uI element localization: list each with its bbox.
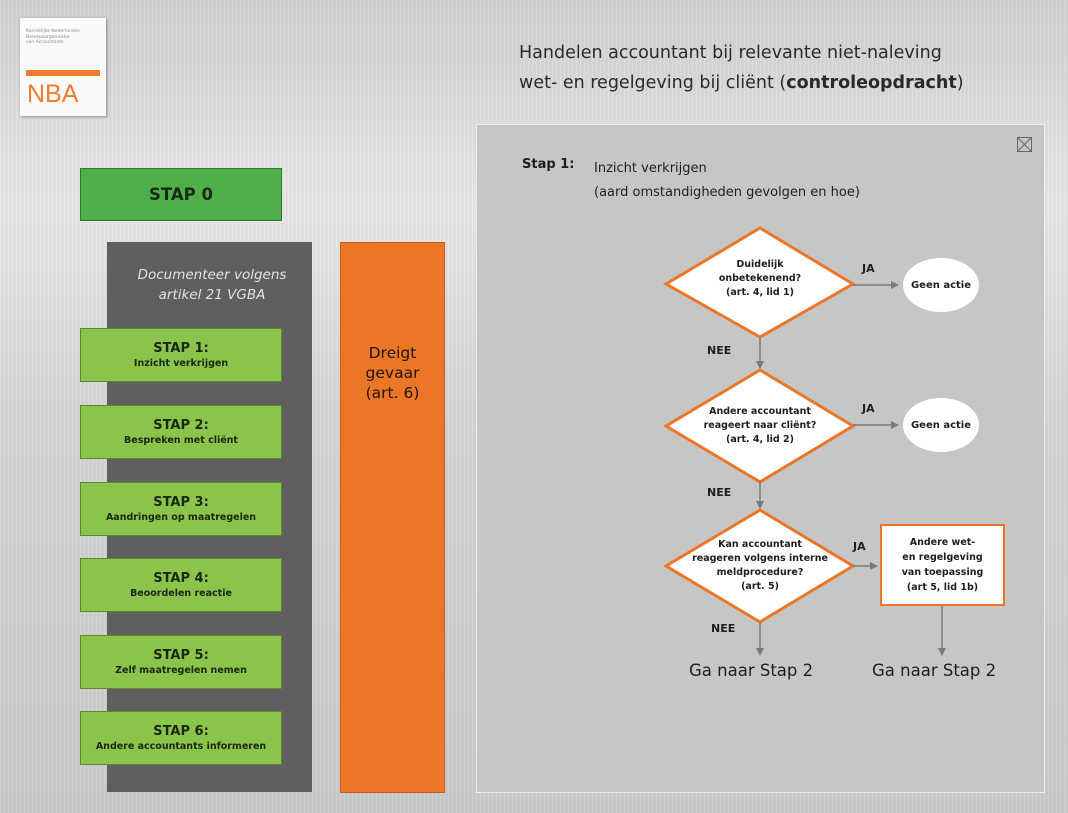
step-title: STAP 1:: [153, 340, 209, 356]
box-line: Andere wet-: [909, 537, 976, 548]
step-title: STAP 2:: [153, 417, 209, 433]
danger-line: gevaar: [365, 364, 420, 382]
other-regulation-box: Andere wet- en regelgeving van toepassin…: [880, 524, 1005, 606]
stap-6-button[interactable]: STAP 6: Andere accountants informeren: [80, 711, 282, 765]
decision-line: meldprocedure?: [716, 567, 804, 578]
goto-step-2-right[interactable]: Ga naar Stap 2: [872, 661, 997, 680]
title-line-2: wet- en regelgeving bij cliënt (controle…: [519, 68, 964, 98]
decision-line: Andere accountant: [709, 406, 811, 417]
step-subtitle: Aandringen op maatregelen: [105, 511, 257, 523]
step-subtitle: Beoordelen reactie: [130, 587, 232, 599]
decision-line: Duidelijk: [736, 259, 784, 270]
stap-4-button[interactable]: STAP 4: Beoordelen reactie: [80, 558, 282, 612]
document-note: Documenteer volgens artikel 21 VGBA: [112, 265, 312, 305]
yes-label-1: JA: [862, 262, 875, 275]
stap-0-button[interactable]: STAP 0: [80, 168, 282, 221]
danger-line: Dreigt: [368, 344, 417, 362]
yes-label-2: JA: [862, 402, 875, 415]
danger-button[interactable]: Dreigt gevaar (art. 6): [340, 242, 445, 793]
decision-1-text: Duidelijk onbetekenend? (art. 4, lid 1): [692, 258, 828, 300]
box-line: en regelgeving: [902, 552, 983, 563]
title-line-2-suffix: ): [956, 73, 964, 93]
step-title: STAP 5:: [153, 647, 209, 663]
decision-line: onbetekenend?: [718, 273, 802, 284]
document-note-line: Documenteer volgens: [137, 267, 287, 283]
box-line: van toepassing: [901, 567, 984, 578]
step-subtitle: Inzicht verkrijgen: [133, 357, 229, 369]
panel-step-title: Inzicht verkrijgen: [594, 161, 707, 176]
panel-step-heading: Inzicht verkrijgen (aard omstandigheden …: [594, 157, 860, 205]
step-title: STAP 4:: [153, 570, 209, 586]
danger-line: (art. 6): [365, 384, 420, 402]
step-subtitle: Bespreken met cliënt: [124, 434, 238, 446]
stap-5-button[interactable]: STAP 5: Zelf maatregelen nemen: [80, 635, 282, 689]
decision-line: (art. 4, lid 1): [726, 287, 794, 298]
nba-logo: Koninklijke Nederlandse Beroepsorganisat…: [20, 18, 106, 116]
page-title: Handelen accountant bij relevante niet-n…: [519, 38, 964, 98]
no-label-1: NEE: [707, 344, 732, 357]
close-icon[interactable]: [1017, 137, 1032, 152]
title-line-1: Handelen accountant bij relevante niet-n…: [519, 43, 942, 63]
stap-2-button[interactable]: STAP 2: Bespreken met cliënt: [80, 405, 282, 459]
logo-line: van Accountants: [26, 40, 64, 45]
logo-text: NBA: [27, 80, 79, 108]
stap-1-button[interactable]: STAP 1: Inzicht verkrijgen: [80, 328, 282, 382]
document-note-line: artikel 21 VGBA: [158, 287, 266, 303]
step-title: STAP 6:: [153, 723, 209, 739]
panel-step-label: Stap 1:: [522, 157, 575, 172]
outcome-geen-actie-1: Geen actie: [903, 258, 979, 312]
decision-line: reageren volgens interne: [692, 553, 828, 564]
outcome-geen-actie-2: Geen actie: [903, 398, 979, 452]
danger-label: Dreigt gevaar (art. 6): [341, 343, 444, 403]
logo-line: Beroepsorganisatie: [26, 34, 70, 40]
no-label-2: NEE: [707, 486, 732, 499]
logo-orange-bar: [26, 70, 100, 76]
step-subtitle: Andere accountants informeren: [95, 740, 267, 752]
box-line: (art 5, lid 1b): [906, 582, 979, 593]
panel-step-subtitle: (aard omstandigheden gevolgen en hoe): [594, 185, 860, 200]
logo-small-text: Koninklijke Nederlandse Beroepsorganisat…: [26, 29, 80, 46]
stap-3-button[interactable]: STAP 3: Aandringen op maatregelen: [80, 482, 282, 536]
decision-line: (art. 5): [741, 581, 779, 592]
decision-2-text: Andere accountant reageert naar cliënt? …: [675, 405, 845, 447]
title-line-2-bold: controleopdracht: [786, 73, 957, 93]
logo-line: Koninklijke Nederlandse: [26, 29, 80, 34]
decision-line: (art. 4, lid 2): [726, 434, 794, 445]
step-title: STAP 3:: [153, 494, 209, 510]
step-subtitle: Zelf maatregelen nemen: [115, 664, 247, 676]
decision-line: Kan accountant: [718, 539, 802, 550]
decision-line: reageert naar cliënt?: [703, 420, 817, 431]
yes-label-3: JA: [853, 540, 866, 553]
title-line-2-prefix: wet- en regelgeving bij cliënt (: [519, 73, 787, 93]
decision-3-text: Kan accountant reageren volgens interne …: [670, 538, 850, 594]
goto-step-2-left[interactable]: Ga naar Stap 2: [689, 661, 814, 680]
no-label-3: NEE: [711, 622, 736, 635]
